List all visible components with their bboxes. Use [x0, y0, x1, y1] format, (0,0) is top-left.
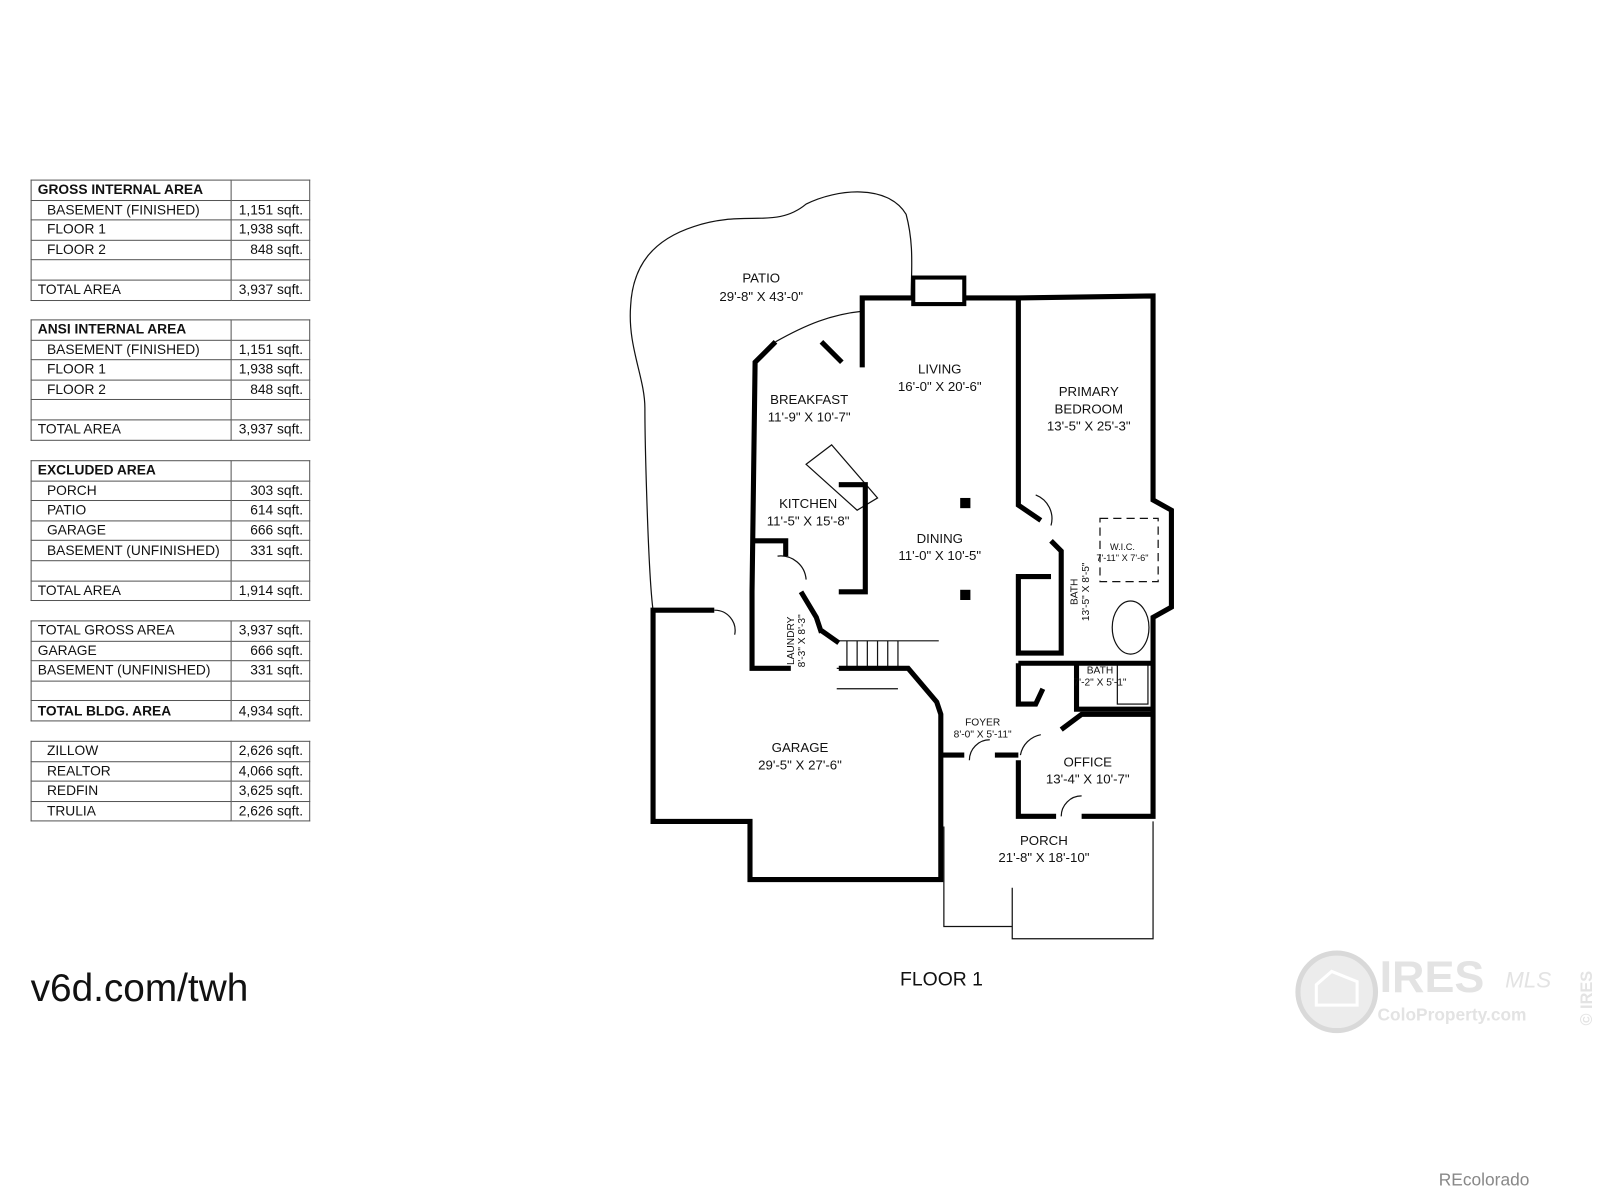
column — [960, 497, 971, 509]
room-name: PATIO — [742, 271, 780, 286]
walls — [650, 293, 1174, 883]
row-label: TRULIA — [30, 800, 232, 822]
thin-outlines — [629, 191, 1159, 940]
total-value: 3,937 sqft. — [230, 419, 311, 441]
room-name: FOYER — [965, 718, 1000, 729]
porch-outline — [943, 821, 1154, 940]
room-name: BATH — [1070, 579, 1081, 605]
row-value: 1,938 sqft. — [230, 359, 311, 381]
room-dims: 16'-0" X 20'-6" — [898, 379, 982, 394]
total-label: TOTAL BLDG. AREA — [30, 700, 232, 722]
room-name: GARAGE — [772, 740, 829, 755]
tub — [1111, 600, 1150, 655]
room-dims: 29'-8" X 43'-0" — [719, 289, 803, 304]
row-value: 666 sqft. — [230, 640, 311, 662]
row-value: 1,938 sqft. — [230, 219, 311, 241]
room-name: W.I.C. — [1110, 542, 1135, 552]
row-label: PATIO — [30, 500, 232, 522]
patio-outline — [629, 191, 913, 611]
room-dims: 11'-9" X 10'-7" — [768, 409, 851, 424]
row-label: BASEMENT (FINISHED) — [30, 339, 232, 361]
room-dims: 11'-5" X 15'-8" — [767, 514, 850, 529]
floor-label: FLOOR 1 — [899, 969, 983, 991]
patio-arc — [775, 310, 863, 343]
room-dims: 13'-5" X 25'-3" — [1047, 419, 1131, 434]
room-dims: 29'-5" X 27'-6" — [758, 757, 842, 772]
total-value: 4,934 sqft. — [230, 700, 311, 722]
room-dims: 11'-0" X 10'-5" — [898, 548, 981, 563]
total-label: TOTAL AREA — [30, 580, 232, 602]
row-value: 614 sqft. — [230, 500, 311, 522]
stairs — [836, 640, 939, 690]
row-value: 1,151 sqft. — [230, 199, 311, 221]
wic-shelf — [1099, 517, 1159, 583]
room-dims: 13'-5" X 8'-5" — [1081, 562, 1092, 621]
row-label: PORCH — [30, 480, 232, 502]
total-value: 3,937 sqft. — [230, 279, 311, 301]
room-labels: PATIO 29'-8" X 43'-0" LIVING 16'-0" X 20… — [719, 271, 1148, 866]
room-name-2: BEDROOM — [1055, 401, 1123, 416]
row-value: 1,151 sqft. — [230, 339, 311, 361]
row-value: 3,937 sqft. — [230, 620, 311, 642]
room-dims: 8'-3" X 8'-3" — [797, 614, 808, 667]
door-swings — [714, 494, 1082, 817]
row-value: 2,626 sqft. — [230, 800, 311, 822]
room-name: BREAKFAST — [770, 392, 848, 407]
total-value: 1,914 sqft. — [230, 580, 311, 602]
house-icon — [1314, 969, 1359, 1007]
room-name: DINING — [917, 531, 963, 546]
logo-copyright: © IRES — [1578, 971, 1596, 1026]
logo-site: ColoProperty.com — [1378, 1004, 1527, 1024]
room-dims: 13'-4" X 10'-7" — [1046, 772, 1130, 787]
ansi-internal-area-table: ANSI INTERNAL AREA BASEMENT (FINISHED)1,… — [30, 319, 311, 441]
garage-door — [658, 820, 939, 881]
room-name: PORCH — [1020, 833, 1068, 848]
room-name: LAUNDRY — [786, 616, 797, 665]
room-name: LIVING — [918, 361, 961, 376]
credit-text: REcolorado — [1438, 1170, 1530, 1190]
row-label: TOTAL GROSS AREA — [30, 620, 232, 642]
room-name: PRIMARY — [1059, 384, 1119, 399]
row-value: 848 sqft. — [230, 239, 311, 261]
total-label: TOTAL AREA — [30, 279, 232, 301]
column — [960, 589, 971, 600]
counter-island — [805, 444, 879, 511]
row-label: BASEMENT (FINISHED) — [30, 199, 232, 221]
room-name: KITCHEN — [779, 496, 837, 511]
room-dims: 7'-11" X 7'-6" — [1096, 553, 1148, 563]
room-dims: 8'-0" X 5'-11" — [954, 730, 1012, 741]
logo-brand: IRES — [1380, 951, 1485, 1002]
row-label: FLOOR 1 — [30, 219, 232, 241]
ires-watermark-logo: IRES MLS ColoProperty.com © IRES — [1295, 950, 1596, 1034]
table-title: ANSI INTERNAL AREA — [30, 319, 232, 341]
logo-script: MLS — [1505, 968, 1551, 993]
total-label: TOTAL AREA — [30, 419, 232, 441]
gross-internal-area-table: GROSS INTERNAL AREA BASEMENT (FINISHED)1… — [30, 179, 311, 301]
room-dims: 21'-8" X 18'-10" — [998, 850, 1089, 865]
fireplace — [911, 275, 967, 307]
row-value: 3,625 sqft. — [230, 780, 311, 802]
website-url: v6d.com/twh — [30, 967, 249, 1011]
room-name: OFFICE — [1063, 754, 1112, 769]
room-dims: 7'-2" X 5'-1" — [1073, 678, 1126, 689]
room-name: BATH — [1087, 665, 1113, 676]
